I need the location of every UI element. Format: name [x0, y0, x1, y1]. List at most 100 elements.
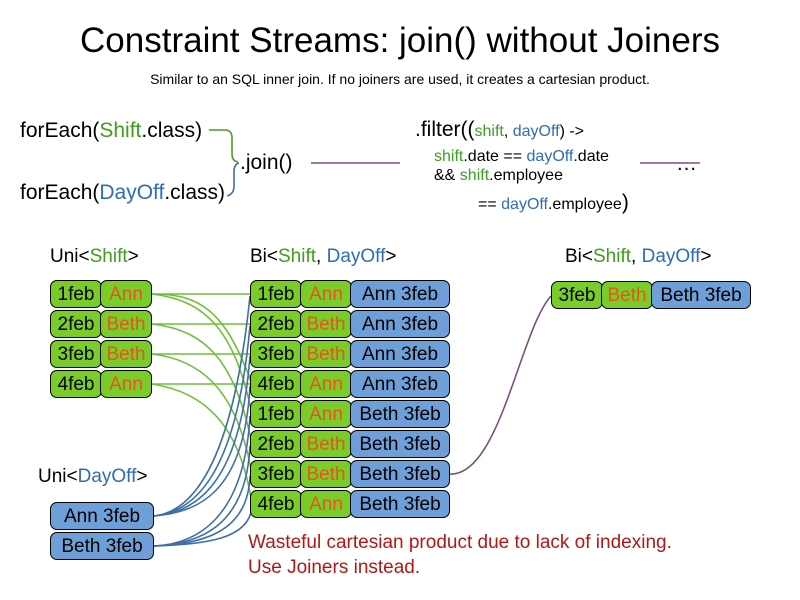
cartesian-date: 3feb [250, 340, 302, 368]
dayoff-card[interactable]: Beth 3feb [50, 532, 154, 560]
filter-l4-dayoff: dayOff [501, 196, 548, 213]
filter-l4-end: .employee [547, 196, 622, 213]
filter-l4-eq: == [478, 196, 502, 213]
cartesian-employee-name: Beth [306, 343, 346, 365]
bi-middle-type2: DayOff [326, 246, 386, 267]
result-date: 3feb [551, 281, 603, 309]
result-employee: Beth [601, 281, 653, 309]
filter-l2-dayoff: dayOff [526, 148, 574, 165]
cartesian-date: 1feb [250, 400, 302, 428]
uni-shift-suffix: > [127, 246, 139, 267]
filter-expression-line3: && shift.employee [434, 163, 563, 188]
cartesian-date: 3feb [250, 460, 302, 488]
cartesian-dayoff: Ann 3feb [350, 340, 450, 368]
cartesian-card[interactable]: 1feb Ann Beth 3feb [250, 400, 450, 428]
cartesian-date: 4feb [250, 490, 302, 518]
dayoff-card[interactable]: Ann 3feb [50, 502, 154, 530]
label-uni-dayoff: Uni<DayOff> [38, 466, 148, 488]
foreach-dayoff-suffix: .class) [164, 181, 226, 204]
shift-employee: Ann [100, 280, 152, 308]
filter-l3-and: && [434, 167, 460, 184]
uni-dayoff-suffix: > [136, 466, 148, 487]
cartesian-employee-name: Beth [306, 433, 346, 455]
filter-l3-end: .employee [489, 167, 563, 184]
filter-expression-line4: == dayOff.employee) [478, 190, 629, 217]
cartesian-dayoff: Beth 3feb [350, 490, 450, 518]
bi-middle-type1: Shift [278, 246, 317, 267]
cartesian-employee-name: Ann [309, 373, 343, 395]
cartesian-employee-name: Ann [309, 493, 343, 515]
cartesian-dayoff: Ann 3feb [350, 280, 450, 308]
cartesian-employee: Ann [300, 490, 352, 518]
shift-date: 2feb [50, 310, 102, 338]
foreach-shift-type: Shift [99, 119, 142, 142]
cartesian-employee: Ann [300, 400, 352, 428]
foreach-dayoff-type: DayOff [99, 181, 165, 204]
shift-employee-name: Beth [106, 343, 146, 365]
shift-employee-name: Beth [106, 313, 146, 335]
cartesian-employee: Beth [300, 340, 352, 368]
filter-arrow: ) -> [559, 123, 585, 140]
cartesian-employee: Beth [300, 310, 352, 338]
filter-expression-line2: shift.date == dayOff.date [434, 144, 609, 169]
ellipsis-continuation: … [676, 152, 697, 175]
filter-expression-line1: .filter((shift, dayOff) -> [415, 117, 584, 144]
warning-text: Wasteful cartesian product due to lack o… [248, 532, 672, 578]
cartesian-employee: Ann [300, 370, 352, 398]
join-expression: .join() [240, 151, 293, 174]
bi-middle-sep: , [316, 246, 327, 267]
foreach-shift-prefix: forEach( [20, 119, 100, 142]
filter-param-shift: shift [474, 123, 504, 140]
cartesian-card[interactable]: 4feb Ann Ann 3feb [250, 370, 450, 398]
cartesian-employee-name: Beth [306, 463, 346, 485]
cartesian-date: 2feb [250, 310, 302, 338]
foreach-dayoff-prefix: forEach( [20, 181, 100, 204]
cartesian-dayoff: Ann 3feb [350, 370, 450, 398]
filter-l3-shift: shift [459, 167, 490, 184]
shift-card[interactable]: 1feb Ann [50, 280, 152, 308]
bi-right-type1: Shift [593, 246, 632, 267]
page-subtitle: Similar to an SQL inner join. If no join… [150, 71, 650, 87]
cartesian-dayoff: Beth 3feb [350, 400, 450, 428]
filter-param-comma: , [503, 123, 513, 140]
shift-card[interactable]: 4feb Ann [50, 370, 152, 398]
foreach-dayoff-expression: forEach(DayOff.class) [20, 180, 225, 205]
foreach-shift-expression: forEach(Shift.class) [20, 118, 202, 143]
cartesian-dayoff: Beth 3feb [350, 430, 450, 458]
cartesian-employee-name: Ann [309, 403, 343, 425]
foreach-shift-suffix: .class) [141, 119, 203, 142]
filter-close-paren: ) [621, 191, 629, 214]
dayoff-label: Ann 3feb [50, 502, 154, 530]
bi-right-suffix: > [700, 246, 712, 267]
label-uni-shift: Uni<Shift> [50, 246, 139, 268]
shift-date: 1feb [50, 280, 102, 308]
filter-prefix: .filter(( [415, 118, 475, 141]
shift-date: 4feb [50, 370, 102, 398]
bi-right-prefix: Bi< [565, 246, 593, 267]
uni-dayoff-type: DayOff [77, 466, 137, 487]
cartesian-employee: Ann [300, 280, 352, 308]
bi-middle-prefix: Bi< [250, 246, 278, 267]
shift-employee: Ann [100, 370, 152, 398]
cartesian-dayoff: Ann 3feb [350, 310, 450, 338]
uni-shift-type: Shift [89, 246, 128, 267]
shift-employee: Beth [100, 310, 152, 338]
cartesian-card[interactable]: 4feb Ann Beth 3feb [250, 490, 450, 518]
result-dayoff: Beth 3feb [651, 281, 751, 309]
bi-right-sep: , [631, 246, 642, 267]
shift-employee: Beth [100, 340, 152, 368]
cartesian-date: 4feb [250, 370, 302, 398]
shift-employee-name: Ann [109, 283, 143, 305]
bi-right-type2: DayOff [641, 246, 701, 267]
shift-employee-name: Ann [109, 373, 143, 395]
cartesian-employee: Beth [300, 430, 352, 458]
filter-l2-mid: .date == [463, 148, 527, 165]
